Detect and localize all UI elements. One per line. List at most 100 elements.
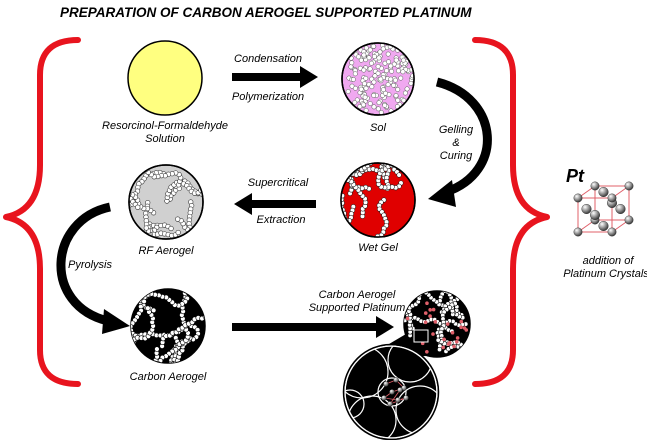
pt-speck xyxy=(428,308,432,312)
network-bead xyxy=(341,171,344,177)
solution-label-1: Resorcinol-Formaldehyde xyxy=(102,120,228,132)
step-extraction: Extraction xyxy=(257,214,306,226)
network-bead xyxy=(155,365,160,370)
pt-atom xyxy=(383,381,389,387)
network-bead xyxy=(145,305,151,311)
sol-particle xyxy=(388,63,394,69)
sol-particle xyxy=(380,87,386,93)
sol-particle xyxy=(402,90,408,96)
sol-particle xyxy=(388,76,394,82)
pt-atom xyxy=(395,397,401,403)
network-bead xyxy=(370,156,375,161)
sol-particle xyxy=(377,49,383,55)
sol-particle xyxy=(385,51,391,57)
network-bead xyxy=(185,289,192,290)
network-bead xyxy=(131,342,134,348)
network-bead xyxy=(141,236,147,239)
sol-particle xyxy=(372,54,377,59)
network-bead xyxy=(461,348,467,354)
network-bead xyxy=(343,169,349,175)
pt-atom xyxy=(403,395,409,401)
sol-particle xyxy=(382,102,388,108)
rf-aerogel-label: RF Aerogel xyxy=(138,245,194,257)
pt-crystal-atom xyxy=(598,186,609,197)
network-bead xyxy=(125,337,130,342)
step-gelling: Gelling xyxy=(439,124,474,136)
network-bead xyxy=(396,172,402,178)
sol-particle xyxy=(393,93,399,99)
sol-particle xyxy=(395,97,401,103)
sol-particle xyxy=(345,89,351,94)
network-bead xyxy=(141,298,147,305)
pt-speck xyxy=(445,322,450,326)
network-bead xyxy=(146,238,152,239)
network-bead xyxy=(342,174,348,180)
sol-particle xyxy=(361,102,366,108)
network-bead xyxy=(173,365,178,370)
sol-particle xyxy=(380,46,386,52)
sol-particle xyxy=(375,64,381,69)
pt-crystal-atom xyxy=(607,227,617,237)
network-bead xyxy=(144,234,150,239)
pt-crystal-atom xyxy=(624,215,634,225)
zoom-selector xyxy=(413,329,429,343)
network-bead xyxy=(435,337,441,343)
network-bead xyxy=(146,235,152,239)
sol-particle xyxy=(393,57,399,63)
step-polymerization: Polymerization xyxy=(232,91,304,103)
page-title: PREPARATION OF CARBON AEROGEL SUPPORTED … xyxy=(60,5,472,20)
sol-particle xyxy=(348,64,354,70)
sol-particle xyxy=(352,71,358,77)
sol-particle xyxy=(363,45,369,51)
pt-crystal-atom xyxy=(573,227,583,237)
sol-particle xyxy=(350,77,356,82)
pt-crystal-atom xyxy=(615,203,626,214)
network-bead xyxy=(341,172,343,178)
carbon-aerogel-label: Carbon Aerogel xyxy=(130,371,207,383)
pt-speck xyxy=(405,316,410,321)
sol-particle xyxy=(408,80,414,86)
sol-particle xyxy=(361,67,367,73)
network-bead xyxy=(135,204,141,210)
network-bead xyxy=(370,163,376,164)
network-bead xyxy=(131,343,135,350)
sol-particle xyxy=(358,86,364,92)
sol-particle xyxy=(376,100,382,106)
step-condensation: Condensation xyxy=(234,53,302,65)
pt-atom xyxy=(387,401,393,407)
step-supercritical: Supercritical xyxy=(248,177,309,189)
sol-particle xyxy=(400,69,406,75)
platinum-caption-2: Platinum Crystals xyxy=(563,268,647,280)
pt-speck xyxy=(431,307,436,312)
sol-particle xyxy=(372,73,378,79)
sol-particle xyxy=(396,68,401,74)
sol-particle xyxy=(361,52,367,58)
sol-particle xyxy=(352,100,358,106)
network-bead xyxy=(437,347,443,353)
sol-particle xyxy=(371,79,377,85)
network-bead xyxy=(445,283,449,287)
arrow-condensation xyxy=(232,66,318,88)
network-bead xyxy=(374,156,379,161)
pt-crystal-atom xyxy=(590,181,600,191)
supported-label-1: Carbon Aerogel xyxy=(319,289,396,301)
network-bead xyxy=(154,346,160,352)
pt-crystal-atom xyxy=(598,220,609,231)
network-bead xyxy=(443,291,449,292)
platinum-caption-1: addition of xyxy=(583,255,635,267)
network-bead xyxy=(131,338,133,344)
pt-atom xyxy=(393,377,399,383)
network-bead xyxy=(131,339,132,345)
network-bead xyxy=(150,307,157,314)
pt-crystal-atom xyxy=(607,193,617,203)
arrow-gelling xyxy=(435,77,492,197)
arrow-gelling-head xyxy=(428,180,456,207)
sol-particle xyxy=(371,104,377,110)
network-bead xyxy=(344,224,350,231)
step-curing: Curing xyxy=(440,150,473,162)
pt-speck xyxy=(459,319,464,324)
network-bead xyxy=(140,165,146,171)
sol-particle xyxy=(376,55,382,61)
pt-speck xyxy=(423,320,428,325)
network-bead xyxy=(168,225,174,232)
